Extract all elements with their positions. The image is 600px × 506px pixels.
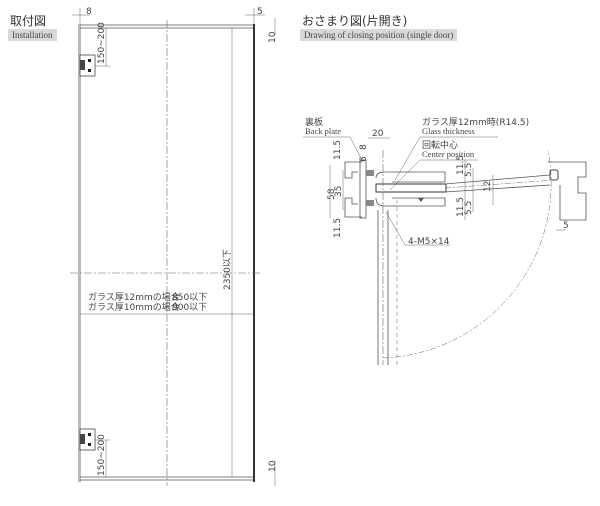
hinge-bottom bbox=[79, 428, 96, 451]
glass-thickness-en: Glass thickness bbox=[422, 126, 475, 136]
wall-left bbox=[78, 24, 81, 482]
width-note-10-value: 900以下 bbox=[172, 303, 207, 313]
dim-20: 20 bbox=[372, 129, 384, 139]
dim-11-5-bottom: 11.5 bbox=[333, 218, 343, 238]
dim-12: 12 bbox=[483, 181, 493, 192]
installation-title: 取付図 bbox=[10, 14, 47, 28]
dim-right-gap: 5 bbox=[257, 7, 263, 17]
screw-spec: 4-M5×14 bbox=[408, 237, 450, 247]
door-elevation: 8 5 10 10 150~200 150~200 2350以下 ガラス厚12m… bbox=[70, 7, 278, 486]
dim-hinge-bottom: 150~200 bbox=[97, 434, 107, 476]
dim-35: 35 bbox=[334, 186, 344, 197]
width-note-12-label: ガラス厚12mmの場合 bbox=[88, 291, 180, 303]
center-position-jp: 回転中心 bbox=[422, 139, 458, 151]
dim-5: 5 bbox=[563, 221, 569, 231]
screw-top bbox=[366, 170, 374, 176]
closing-plan: 裏板 Back plate ガラス厚12mm時(R14.5) Glass thi… bbox=[303, 116, 587, 365]
center-position-en: Center position bbox=[422, 149, 475, 159]
width-note-10-label: ガラス厚10mmの場合 bbox=[88, 301, 180, 313]
back-plate-label-en: Back plate bbox=[305, 126, 341, 136]
glass-thickness-jp: ガラス厚12mm時(R14.5) bbox=[422, 117, 529, 128]
dim-11-5-top: 11.5 bbox=[333, 140, 343, 160]
installation-subtitle: Installation bbox=[8, 29, 57, 41]
dim-5-5-top: 5.5 bbox=[464, 163, 474, 177]
swing-arc bbox=[382, 149, 552, 359]
dim-8: 8 bbox=[359, 144, 369, 150]
dim-height: 2350以下 bbox=[223, 249, 233, 290]
closing-position-title: おさまり図(片開き) bbox=[302, 14, 408, 28]
width-note-12-value: 850以下 bbox=[172, 293, 207, 303]
screw-bottom bbox=[366, 200, 374, 206]
dim-hinge-top: 150~200 bbox=[97, 22, 107, 64]
hinge-top bbox=[79, 54, 96, 77]
dim-left-gap: 8 bbox=[86, 7, 92, 17]
dim-58: 58 bbox=[327, 188, 337, 200]
dim-11-5-right-top: 11.5 bbox=[456, 155, 466, 175]
closing-position-subtitle: Drawing of closing position (single door… bbox=[300, 29, 458, 41]
strike-frame bbox=[548, 161, 587, 221]
dim-5-5-bottom: 5.5 bbox=[464, 201, 474, 215]
hinge-body bbox=[375, 171, 446, 207]
dim-top-gap: 10 bbox=[268, 31, 278, 43]
glass-panel bbox=[375, 183, 447, 193]
back-plate-label-jp: 裏板 bbox=[305, 116, 323, 128]
dim-bottom-gap: 10 bbox=[268, 460, 278, 472]
dim-6: 6 bbox=[359, 156, 369, 162]
dim-11-5-right-bottom: 11.5 bbox=[456, 197, 466, 217]
stopper bbox=[549, 169, 559, 181]
back-plate bbox=[344, 161, 362, 218]
